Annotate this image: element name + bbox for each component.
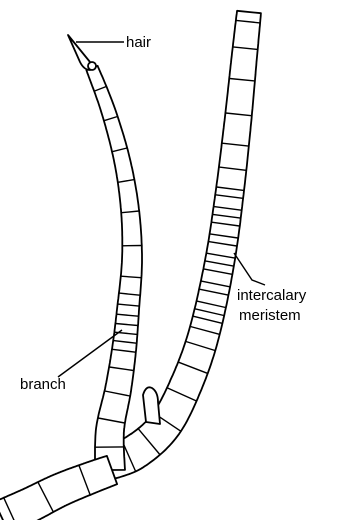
- short-branch-bud: [143, 387, 160, 424]
- branch-filament-outline: [86, 66, 142, 470]
- hair-label: hair: [126, 34, 151, 51]
- intercalary-label: intercalary: [237, 287, 307, 304]
- meristem-leader-line: [234, 253, 265, 285]
- meristem-label: meristem: [239, 307, 301, 324]
- branch-label: branch: [20, 376, 66, 393]
- basal-filament: [0, 456, 117, 520]
- branch-filament: [86, 66, 142, 470]
- basal-filament-outline: [0, 456, 117, 520]
- hair-cell: [68, 35, 96, 70]
